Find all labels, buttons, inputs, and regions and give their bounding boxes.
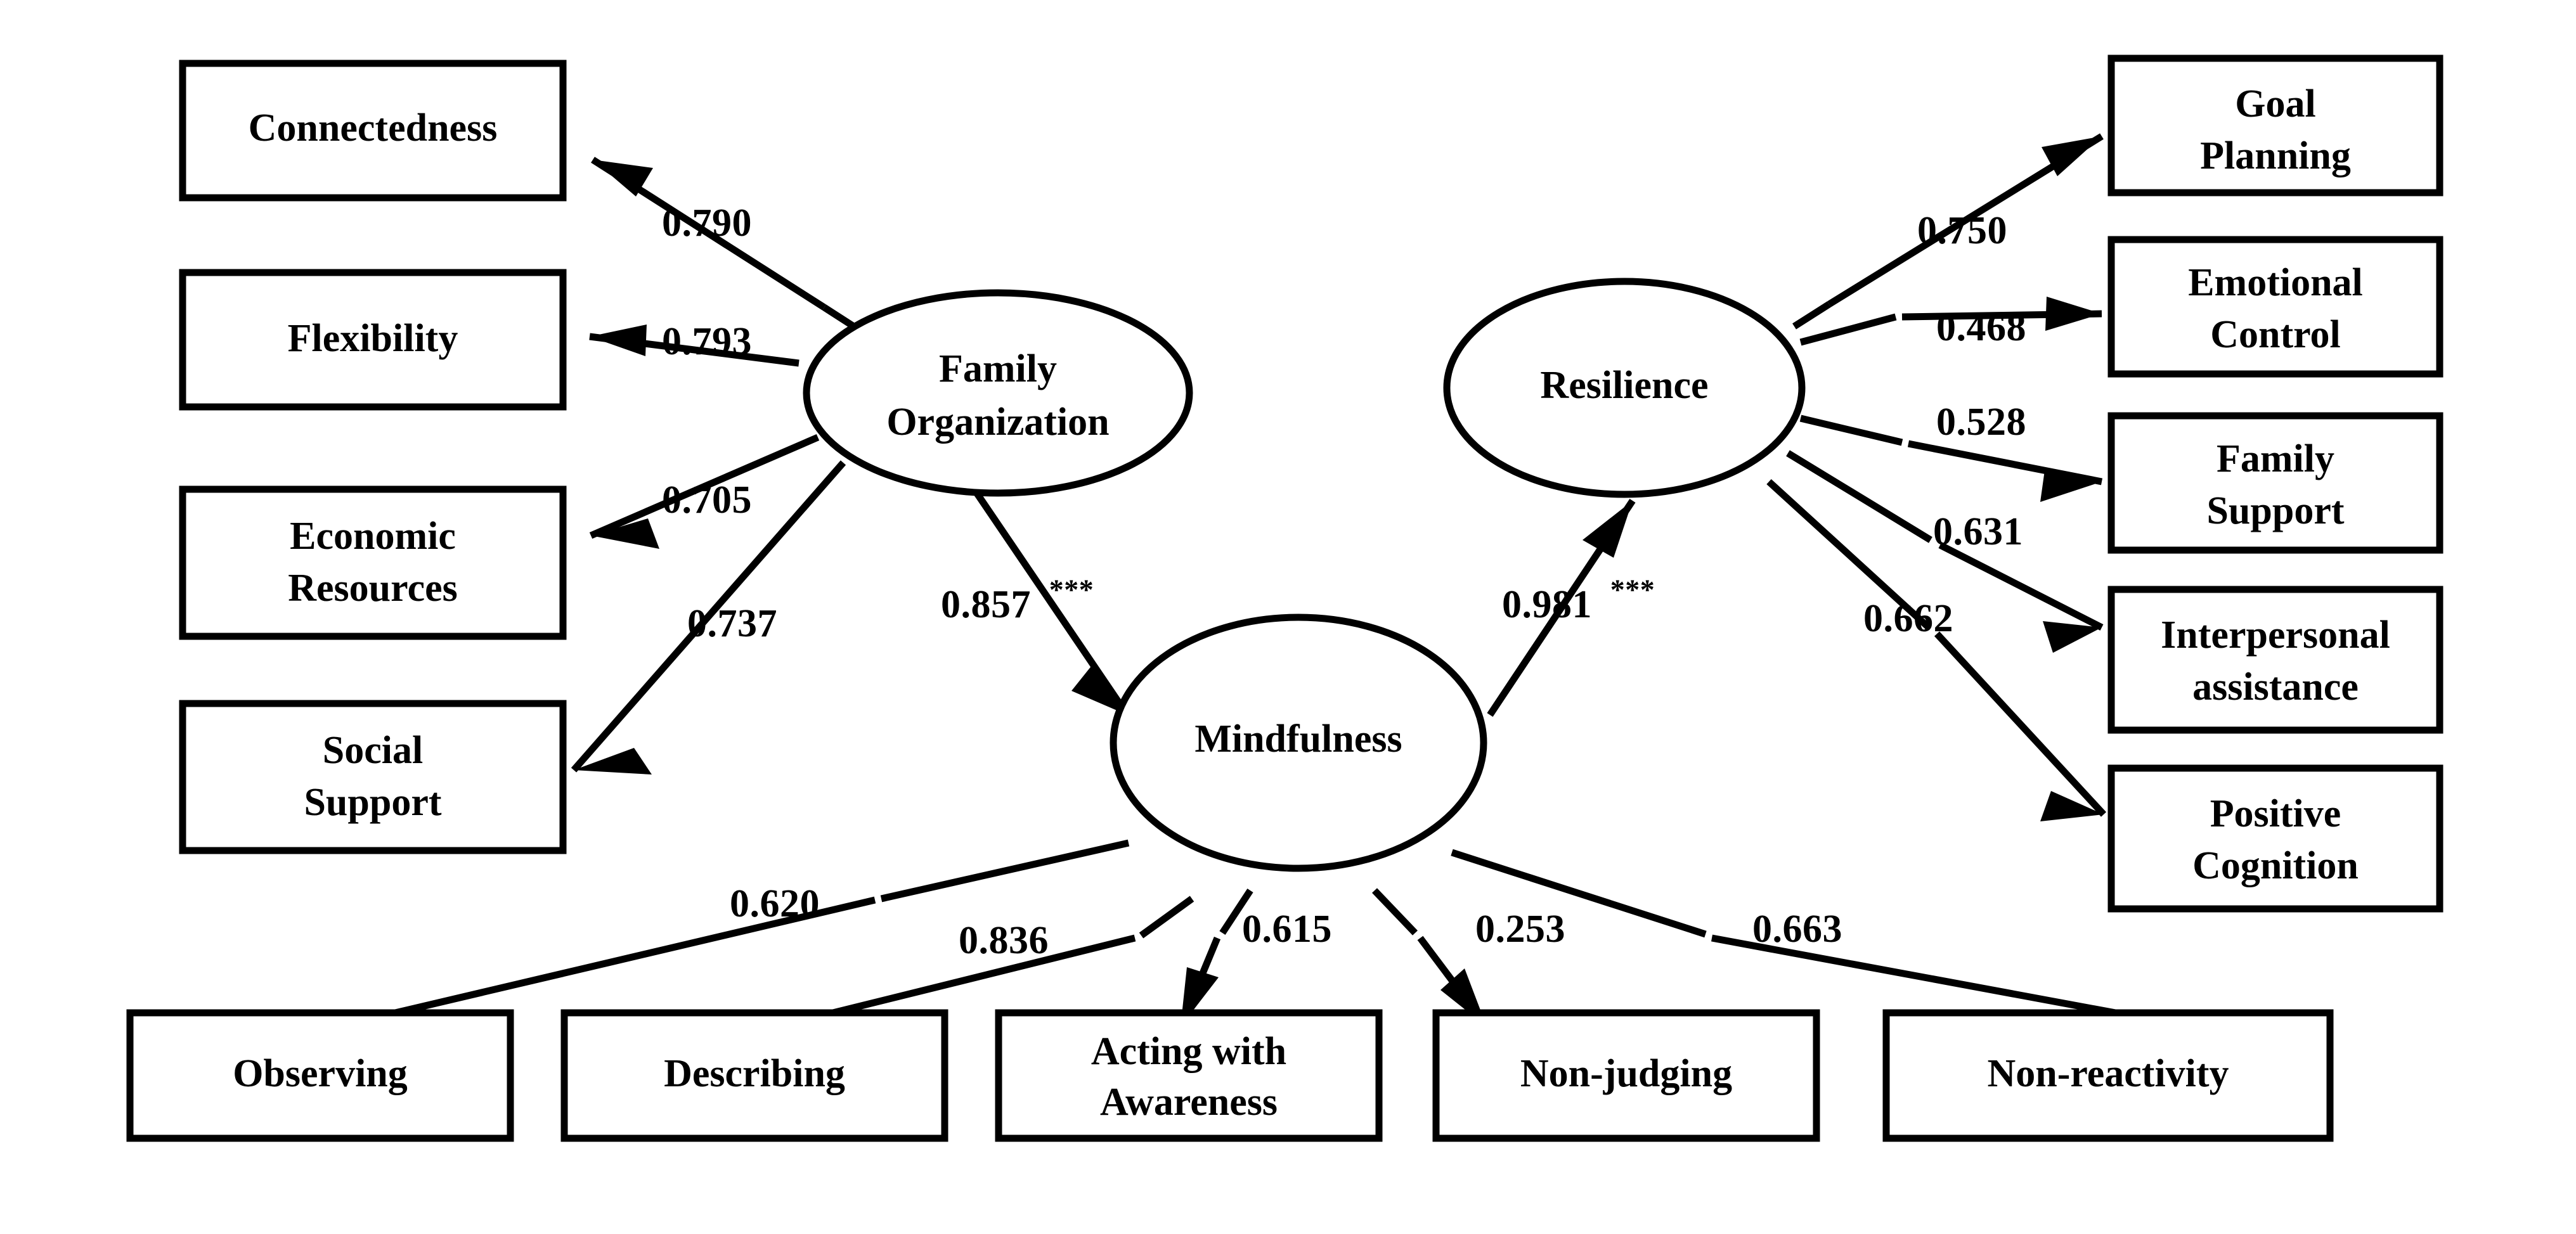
label-family-support-line2: Support [2206,489,2344,532]
node-box-acting-with-awareness[interactable] [995,1009,1383,1142]
node-box-connectedness[interactable] [179,60,567,202]
edge-resilience-to-interpersonal-assistance [1938,542,2104,653]
node-box-social-support[interactable] [179,700,567,854]
edge-resilience-to-family-support [1907,440,2103,502]
edge-stub-non-judging [1372,888,1418,935]
node-box-emotional-control[interactable] [2107,236,2443,378]
coefficient-resilience-family-support: 0.528 [1936,401,2026,444]
edge-stub-interpersonal [1786,450,1932,543]
node-box-non-judging[interactable] [1432,1009,1820,1142]
label-positive-cognition-line1: Positive [2210,792,2341,835]
edge-resilience-to-positive-cognition [1934,631,2107,821]
coefficient-mindfulness-observing: 0.620 [730,882,820,925]
label-describing: Describing [664,1052,845,1095]
edge-stub-family-support [1799,415,1903,446]
coefficient-mindfulness-non-reactivity: 0.663 [1752,908,1842,951]
label-non-judging: Non-judging [1520,1052,1732,1095]
label-economic-resources-line2: Resources [288,567,457,610]
coefficient-mindfulness-resilience: 0.981 *** [1502,574,1655,627]
node-box-economic-resources[interactable] [179,485,567,640]
node-ellipse-mindfulness[interactable] [1110,614,1487,872]
node-box-non-reactivity[interactable] [1882,1009,2334,1142]
label-acting-with-awareness-line1: Acting with [1091,1030,1286,1073]
coefficient-mind-res-value: 0.981 [1502,583,1592,626]
node-box-goal-planning[interactable] [2107,55,2443,196]
edge-resilience-to-emotional-control [1901,297,2102,331]
edge-family-organization-to-mindfulness [965,478,1130,717]
node-box-describing[interactable] [560,1009,948,1142]
label-flexibility: Flexibility [288,317,458,360]
edge-family-organization-to-economic-resources [589,434,820,549]
label-family-organization-line1: Family [939,347,1057,390]
label-social-support-line1: Social [323,729,423,772]
coefficient-family-organization-economic-resources: 0.705 [662,479,752,522]
edge-stub-non-reactivity [1451,849,1707,938]
coefficient-resilience-goal-planning: 0.750 [1917,209,2007,252]
label-goal-planning-line2: Planning [2200,134,2351,177]
node-box-observing[interactable] [126,1009,514,1142]
edge-family-organization-to-social-support [571,460,846,774]
node-box-positive-cognition[interactable] [2107,764,2443,913]
node-ellipse-family-organization[interactable] [803,289,1193,497]
coefficient-mindfulness-describing: 0.836 [959,919,1049,962]
coefficient-family-organization-connectedness: 0.790 [662,202,752,245]
label-positive-cognition-line2: Cognition [2192,844,2359,887]
coefficient-mindfulness-non-judging: 0.253 [1475,908,1565,951]
label-resilience: Resilience [1540,364,1708,407]
label-emotional-control-line2: Control [2210,313,2341,356]
edge-stub-connectedness [822,304,855,329]
label-mindfulness: Mindfulness [1194,717,1402,761]
label-non-reactivity: Non-reactivity [1987,1052,2229,1095]
node-box-flexibility[interactable] [179,269,567,411]
edge-mindfulness-to-resilience [1487,498,1636,717]
coefficient-mindfulness-acting-with-awareness: 0.615 [1242,908,1332,951]
label-interpersonal-assistance-line2: assistance [2192,665,2359,709]
coefficient-fo-mind-value: 0.857 [941,583,1031,626]
label-social-support-line2: Support [304,781,441,824]
edge-stub-emotional-control [1799,313,1897,346]
edge-stub-positive-cognition [1766,479,1931,631]
label-connectedness: Connectedness [249,106,498,150]
node-box-family-support[interactable] [2107,412,2443,554]
label-emotional-control-line1: Emotional [2188,261,2363,304]
label-interpersonal-assistance-line1: Interpersonal [2161,614,2390,657]
node-box-interpersonal-assistance[interactable] [2107,586,2443,734]
edge-stub-describing [1139,896,1194,939]
label-acting-with-awareness-line2: Awareness [1100,1081,1278,1124]
coefficient-family-organization-flexibility: 0.793 [662,320,752,363]
coefficient-resilience-interpersonal-assistance: 0.631 [1933,510,2023,553]
edge-stub-goal-planning [1792,301,1831,330]
coefficient-family-organization-social-support: 0.737 [687,602,777,645]
edge-resilience-to-goal-planning [1827,133,2104,307]
edge-stub-observing [880,839,1130,903]
coefficient-family-organization-mindfulness: 0.857 *** [941,574,1094,627]
coefficient-fo-mind-stars: *** [1049,574,1094,606]
label-economic-resources-line1: Economic [290,515,456,558]
label-family-support-line1: Family [2217,437,2334,480]
label-observing: Observing [233,1052,408,1095]
node-ellipse-resilience[interactable] [1443,278,1806,498]
coefficient-mind-res-stars: *** [1610,574,1655,606]
coefficient-resilience-positive-cognition: 0.662 [1863,597,1953,640]
coefficient-resilience-emotional-control: 0.468 [1936,306,2026,349]
edge-stub-acting [1219,888,1253,935]
label-family-organization-line2: Organization [886,401,1109,444]
edge-family-organization-to-connectedness [591,157,826,311]
edge-family-organization-to-flexibility [589,325,799,367]
label-goal-planning-line1: Goal [2235,82,2315,125]
